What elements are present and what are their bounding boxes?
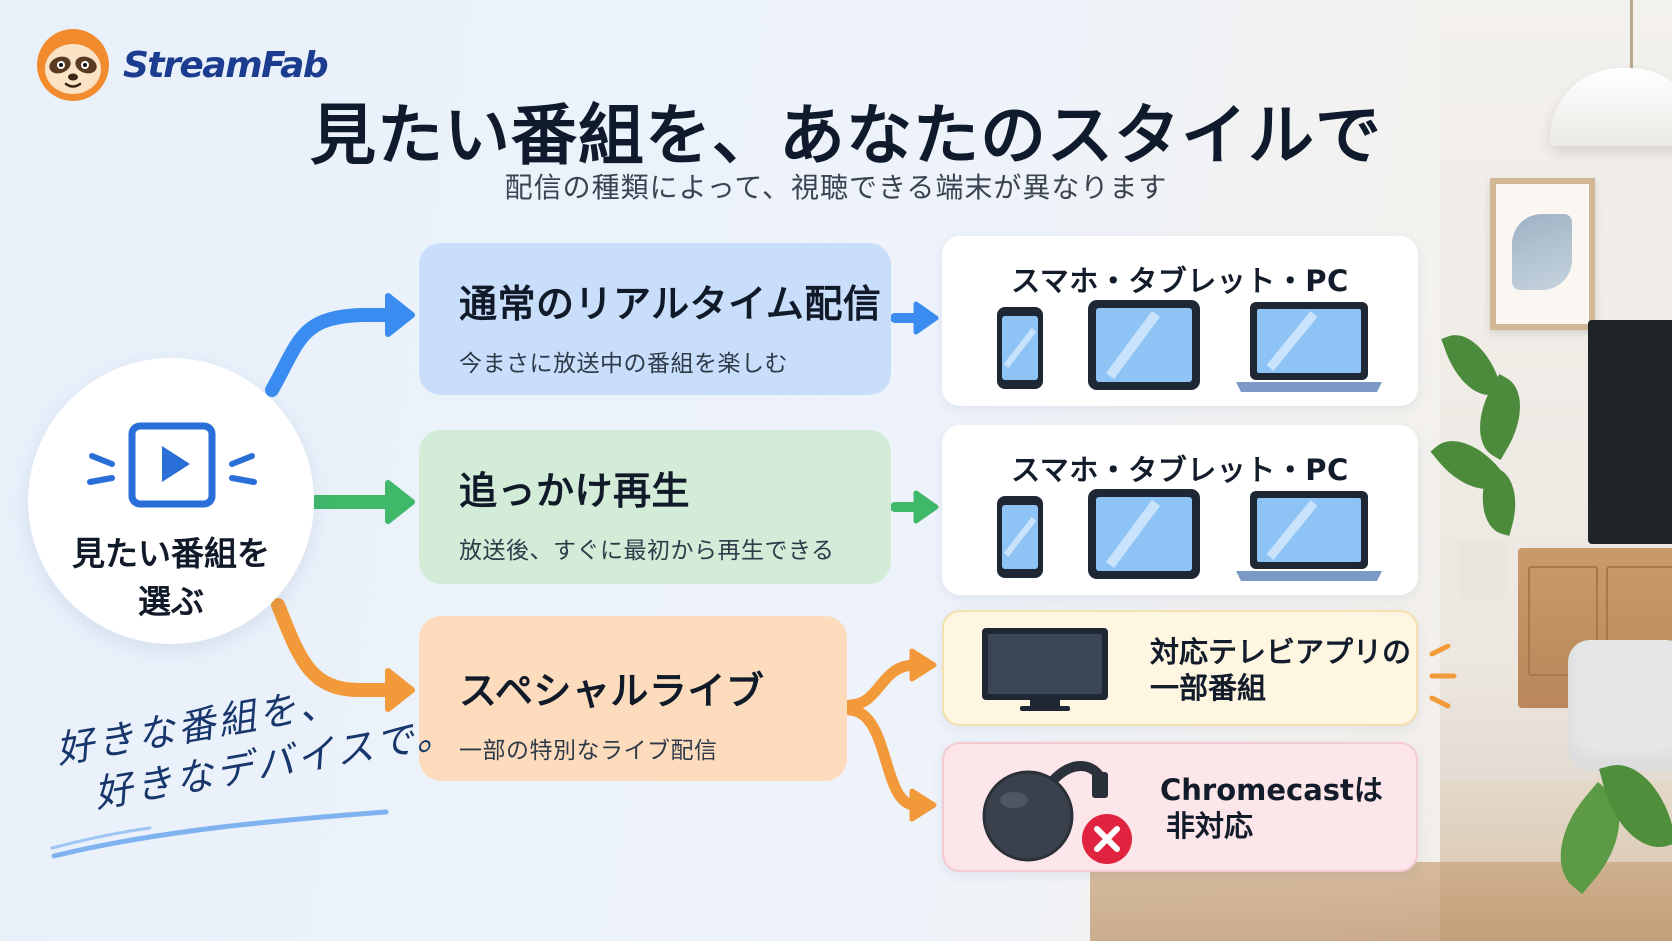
note-underline (50, 809, 389, 859)
lamp-cord (1630, 0, 1633, 80)
highlight-burst-icon (1429, 644, 1457, 709)
brand-name: StreamFab (123, 44, 329, 86)
tv-apps-text: 対応テレビアプリの 一部番組 (1150, 634, 1411, 706)
flow-subtitle: 一部の特別なライブ配信 (459, 738, 718, 764)
smartphone-icon (997, 307, 1043, 389)
panel-heading: スマホ・タブレット・PC (1011, 453, 1349, 487)
plant-pot (1458, 540, 1506, 600)
page-title: 見たい番組を、あなたのスタイルで (310, 97, 1382, 174)
arrowhead-live-devices (913, 301, 939, 335)
tv-apps-line1: 対応テレビアプリの (1150, 635, 1412, 669)
flow-subtitle: 今まさに放送中の番組を楽しむ (459, 351, 788, 377)
sloth-logo-icon (37, 29, 109, 101)
flow-special-live: スペシャルライブ 一部の特別なライブ配信 (419, 616, 847, 781)
devices-panel-realtime: スマホ・タブレット・PC (942, 236, 1418, 406)
devices-panel-catchup: スマホ・タブレット・PC (942, 425, 1418, 595)
arrow-special-tv (844, 659, 921, 711)
devices-panel-chromecast: Chromecastは 非対応 (942, 742, 1418, 872)
play-video-icon (87, 422, 257, 508)
chromecast-text: Chromecastは 非対応 (1160, 772, 1383, 844)
page-subtitle: 配信の種類によって、視聴できる端末が異なります (504, 171, 1168, 204)
flow-realtime: 通常のリアルタイム配信 今まさに放送中の番組を楽しむ (419, 243, 891, 395)
arrowhead-catch-devices (913, 490, 939, 524)
arrowhead-special-chromecast (909, 788, 937, 822)
cross-icon (1082, 814, 1132, 864)
flow-title: 通常のリアルタイム配信 (459, 282, 882, 326)
laptop-icon (1236, 302, 1382, 392)
sofa (1568, 640, 1672, 770)
chromecast-line2: 非対応 (1166, 809, 1254, 843)
wall-picture-frame (1490, 178, 1595, 330)
tablet-icon (1088, 300, 1200, 390)
flow-title: スペシャルライブ (459, 669, 765, 713)
devices-panel-tv: 対応テレビアプリの 一部番組 (942, 610, 1418, 726)
start-node: 見たい番組を 選ぶ (28, 358, 314, 644)
start-label: 見たい番組を 選ぶ (28, 530, 314, 626)
flow-subtitle: 放送後、すぐに最初から再生できる (459, 538, 835, 564)
chromecast-line1: Chromecastは (1160, 773, 1383, 807)
laptop-icon (1236, 491, 1382, 581)
brand: StreamFab (33, 27, 329, 103)
arrowhead-live (385, 293, 415, 337)
flow-catchup: 追っかけ再生 放送後、すぐに最初から再生できる (419, 430, 891, 584)
tablet-icon (1088, 489, 1200, 579)
arrowhead-special-tv (909, 648, 937, 682)
background-tv (1588, 320, 1672, 544)
start-label-line1: 見たい番組を (72, 534, 270, 573)
tv-icon (982, 628, 1108, 711)
chromecast-icon (982, 761, 1108, 862)
tv-apps-line2: 一部番組 (1150, 671, 1267, 705)
smartphone-icon (997, 496, 1043, 578)
start-label-line2: 選ぶ (138, 582, 204, 621)
arrow-to-live (265, 308, 399, 397)
arrow-special-chromecast (844, 704, 921, 811)
panel-heading: スマホ・タブレット・PC (1011, 264, 1349, 298)
arrowhead-catch (385, 480, 415, 524)
flow-title: 追っかけ再生 (459, 469, 691, 513)
